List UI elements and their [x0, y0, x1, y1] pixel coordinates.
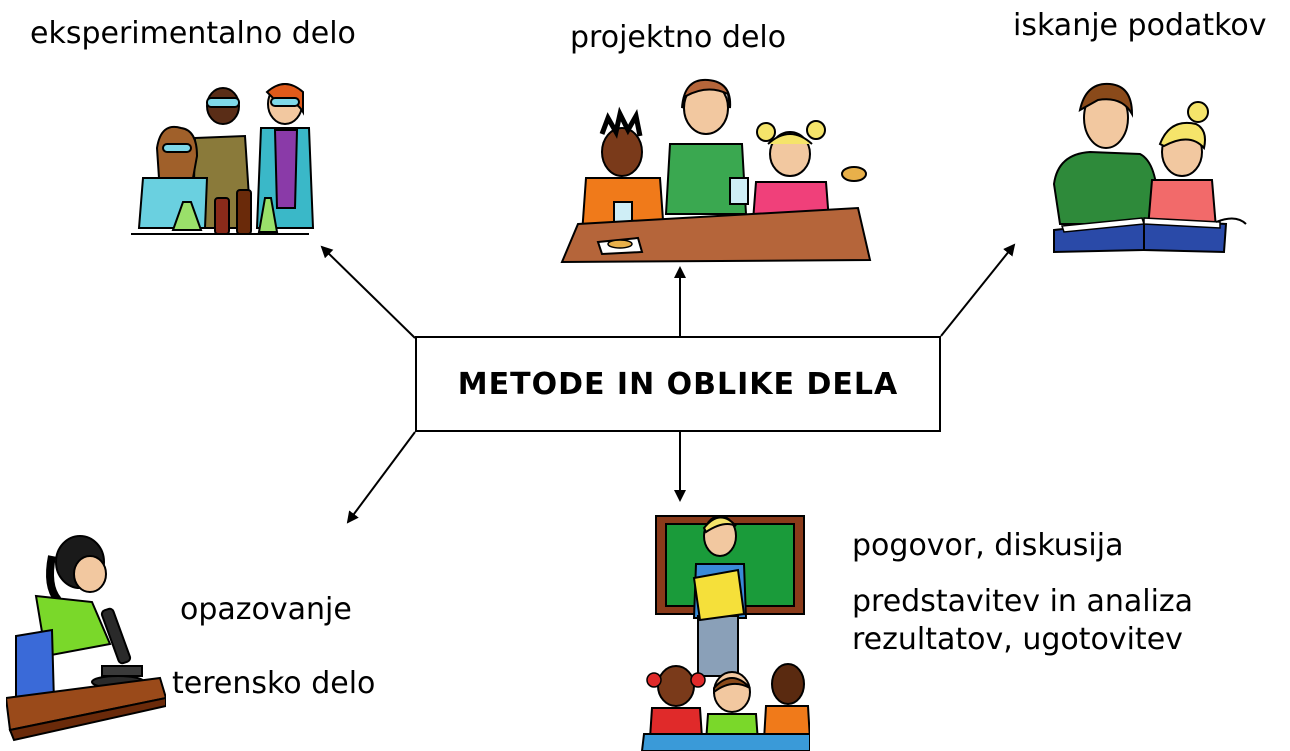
label-discussion: pogovor, diskusija: [852, 528, 1124, 563]
arrow-to-observation: [346, 431, 416, 524]
label-experimental-work: eksperimentalno delo: [30, 16, 356, 51]
reading-book-clipart: [1052, 82, 1247, 254]
label-presentation-line1: predstavitev in analiza: [852, 584, 1194, 619]
label-fieldwork: terensko delo: [172, 666, 376, 701]
label-data-search: iskanje podatkov: [1013, 8, 1267, 43]
label-presentation-line2: rezultatov, ugotovitev: [852, 622, 1183, 657]
label-project-work: projektno delo: [570, 20, 787, 55]
arrow-to-experimental: [320, 245, 416, 339]
microscope-girl-clipart: [6, 535, 166, 742]
scientists-lab-clipart: [131, 83, 315, 235]
label-observation: opazovanje: [180, 592, 352, 627]
presentation-classroom-clipart: [640, 515, 810, 751]
central-concept-box: METODE IN OBLIKE DELA: [415, 336, 941, 432]
arrow-to-research: [940, 243, 1016, 337]
group-project-clipart: [560, 78, 872, 264]
central-concept-title: METODE IN OBLIKE DELA: [457, 366, 899, 402]
